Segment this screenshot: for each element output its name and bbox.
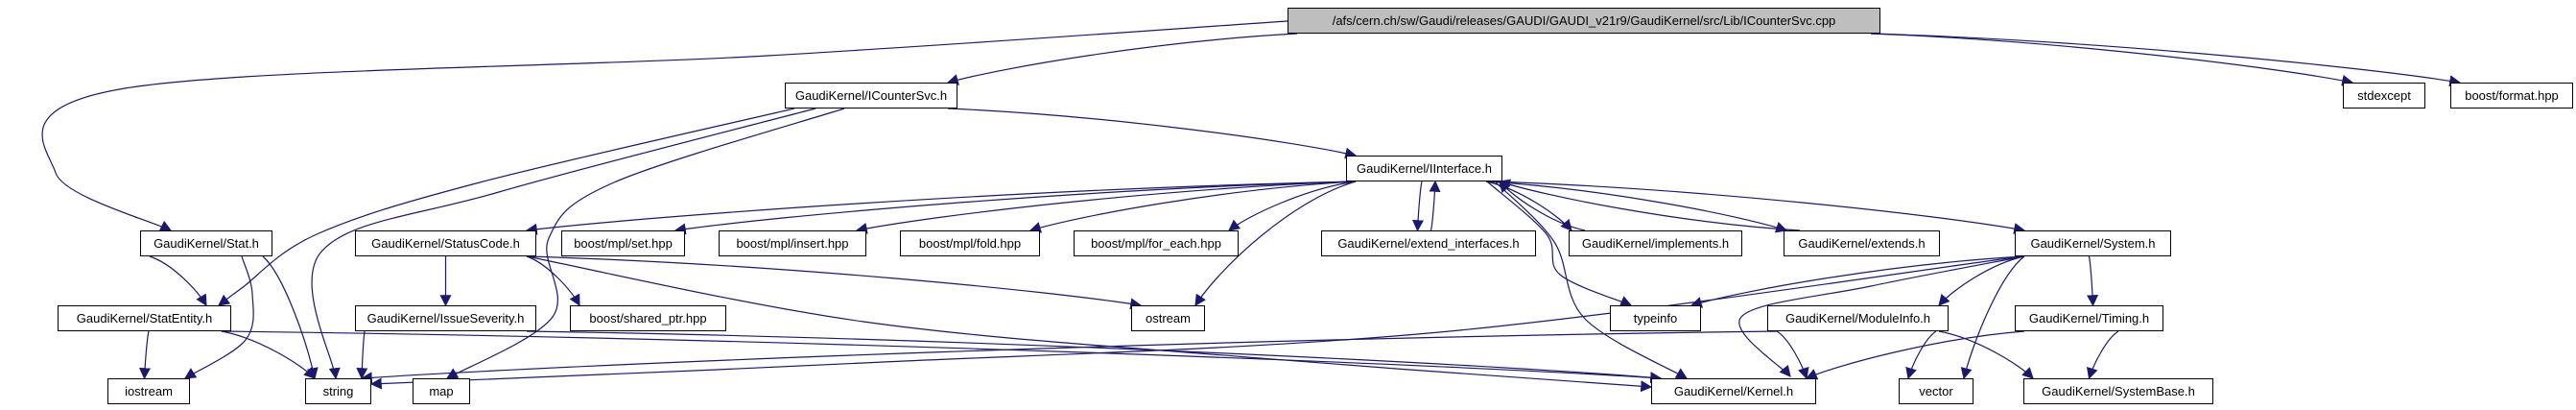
include-edge-iinterface-to-mpl_insert (855, 181, 1357, 234)
include-edge-stat-to-iostream (183, 255, 254, 379)
include-edge-extend_interfaces-to-iinterface (1429, 180, 1441, 231)
graph-node-ostream: ostream (1131, 305, 1205, 331)
graph-node-stat[interactable]: GaudiKernel/Stat.h (140, 230, 272, 256)
graph-node-map: map (413, 378, 470, 404)
include-edge-statuscode-to-kernel (526, 255, 1653, 393)
graph-node-extend_interfaces[interactable]: GaudiKernel/extend_interfaces.h (1321, 230, 1536, 256)
include-edge-icountersvc_h-to-map (445, 108, 845, 379)
graph-node-string: string (305, 378, 371, 404)
include-edge-statentity-to-iostream (139, 330, 151, 380)
include-edge-iinterface-to-typeinfo (1486, 181, 1633, 307)
include-edge-iinterface-to-mpl_set (674, 181, 1357, 235)
include-edge-iinterface-to-extends (1485, 181, 1788, 233)
include-edge-iinterface-to-extend_interfaces (1411, 181, 1424, 232)
include-edge-system-to-timing (2087, 255, 2099, 307)
include-edge-cpp-to-stat (41, 20, 1288, 231)
graph-node-iostream: iostream (107, 378, 190, 404)
include-edge-system-to-string (369, 255, 2023, 390)
graph-node-vector: vector (1899, 378, 1973, 404)
include-edge-moduleinfo-to-vector (1905, 330, 1937, 380)
include-edge-statentity-to-kernel (221, 330, 1663, 384)
graph-node-cpp: /afs/cern.ch/sw/Gaudi/releases/GAUDI/GAU… (1288, 8, 1880, 34)
graph-node-system[interactable]: GaudiKernel/System.h (2015, 230, 2171, 256)
include-edge-iinterface-to-ostream (1194, 181, 1357, 307)
include-edge-system-to-kernel (1738, 255, 2025, 377)
graph-node-statuscode[interactable]: GaudiKernel/StatusCode.h (355, 230, 536, 256)
graph-node-implements[interactable]: GaudiKernel/implements.h (1569, 230, 1742, 256)
graph-node-issueseverity[interactable]: GaudiKernel/IssueSeverity.h (355, 305, 536, 331)
include-edge-iinterface-to-kernel (1494, 181, 1689, 379)
include-edge-system-to-vector (1960, 255, 2025, 380)
include-edge-stat-to-statentity (149, 255, 207, 307)
graph-node-statentity[interactable]: GaudiKernel/StatEntity.h (58, 305, 231, 331)
include-edge-icountersvc_h-to-statentity (218, 108, 795, 306)
include-edge-iinterface-to-system (1492, 181, 2026, 234)
include-edge-extends-to-iinterface (1498, 179, 1801, 231)
graph-node-systembase[interactable]: GaudiKernel/SystemBase.h (2023, 378, 2213, 404)
graph-node-shared_ptr: boost/shared_ptr.hpp (570, 305, 726, 331)
include-edge-iinterface-to-mpl_for_each (1228, 181, 1357, 231)
include-edge-cpp-to-stdexcept (1870, 33, 2354, 86)
graph-node-mpl_insert: boost/mpl/insert.hpp (719, 230, 866, 256)
include-edge-system-to-typeinfo (1690, 255, 2025, 308)
include-edge-statuscode-to-ostream (526, 255, 1143, 310)
include-edge-icountersvc_h-to-string (311, 108, 816, 380)
include-edge-timing-to-systembase (2086, 330, 2119, 380)
include-edge-moduleinfo-to-kernel (1776, 330, 1809, 380)
include-edge-issueseverity-to-kernel (526, 330, 1663, 384)
graph-node-mpl_for_each: boost/mpl/for_each.hpp (1074, 230, 1239, 256)
include-edge-moduleinfo-to-string (360, 330, 1778, 384)
include-edge-moduleinfo-to-systembase (1938, 330, 2034, 379)
graph-node-extends[interactable]: GaudiKernel/extends.h (1784, 230, 1940, 256)
graph-node-icountersvc_h[interactable]: GaudiKernel/ICounterSvc.h (785, 83, 957, 109)
graph-node-mpl_fold: boost/mpl/fold.hpp (900, 230, 1040, 256)
graph-node-iinterface[interactable]: GaudiKernel/IInterface.h (1346, 156, 1502, 181)
graph-node-kernel[interactable]: GaudiKernel/Kernel.h (1651, 378, 1816, 404)
include-edge-statuscode-to-shared_ptr (526, 255, 580, 307)
include-edge-cpp-to-icountersvc_h (946, 33, 1298, 85)
graph-node-typeinfo: typeinfo (1610, 305, 1701, 331)
include-edge-iinterface-to-statuscode (525, 181, 1357, 235)
include-edge-issueseverity-to-string (356, 330, 368, 380)
include-edge-statentity-to-string (221, 330, 316, 379)
graph-node-timing[interactable]: GaudiKernel/Timing.h (2015, 305, 2163, 331)
include-edge-system-to-moduleinfo (1938, 255, 2025, 306)
include-edge-stat-to-string (262, 255, 319, 380)
include-edge-cpp-to-boost_format (1870, 33, 2462, 87)
include-edge-iinterface-to-mpl_fold (1028, 181, 1357, 233)
graph-node-moduleinfo[interactable]: GaudiKernel/ModuleInfo.h (1767, 305, 1949, 331)
include-edge-timing-to-kernel (1805, 330, 2025, 380)
graph-node-mpl_set: boost/mpl/set.hpp (561, 230, 685, 256)
graph-node-stdexcept: stdexcept (2343, 83, 2425, 109)
include-edge-icountersvc_h-to-iinterface (947, 108, 1358, 159)
graph-node-boost_format: boost/format.hpp (2450, 83, 2573, 109)
